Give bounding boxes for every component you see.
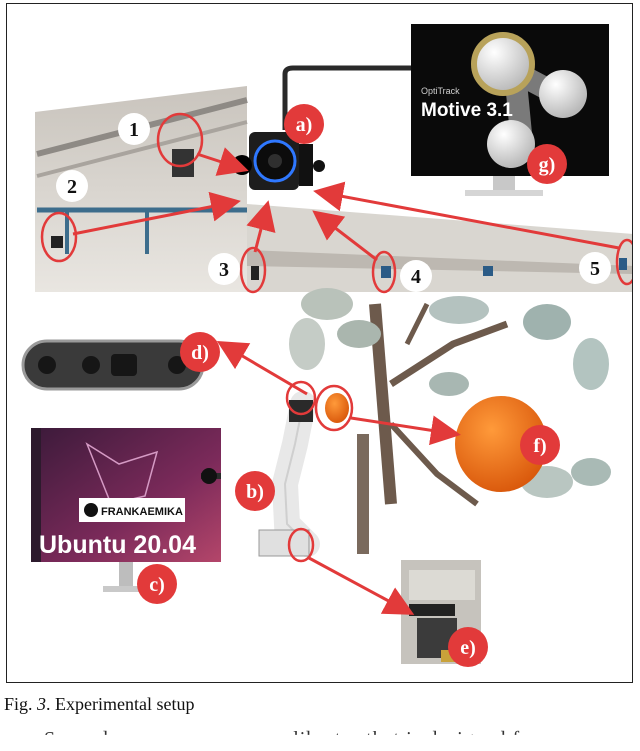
highlight-circles	[40, 112, 632, 563]
franka-brand: FRANKAEMIKA	[101, 506, 183, 518]
label-e: e)	[460, 637, 476, 659]
depth-camera	[21, 339, 205, 391]
label-1: 1	[129, 119, 139, 141]
label-f: f)	[533, 435, 546, 457]
optitrack-brand: OptiTrack	[421, 86, 460, 96]
caption-number: 3	[37, 694, 47, 714]
caption-text: . Experimental setup	[46, 694, 195, 714]
label-c: c)	[149, 574, 165, 596]
motive-version: Motive 3.1	[421, 100, 513, 121]
label-d: d)	[191, 342, 209, 364]
label-5: 5	[590, 258, 600, 280]
figure-caption: Fig. 3. Experimental setup	[4, 694, 194, 715]
letter-labels: a) b) c) d) e) f) g)	[137, 104, 567, 667]
numbered-labels: 1 2 3 4 5	[56, 113, 611, 292]
figure-panel: OptiTrack Motive 3.1	[6, 3, 633, 683]
label-2: 2	[67, 176, 77, 198]
ubuntu-version: Ubuntu 20.04	[39, 531, 196, 559]
ubuntu-monitor: FRANKAEMIKA Ubuntu 20.04	[31, 428, 221, 592]
label-3: 3	[219, 259, 229, 281]
optitrack-monitor: OptiTrack Motive 3.1	[411, 24, 609, 196]
label-g: g)	[539, 154, 556, 176]
plant-with-orange	[289, 288, 615, 507]
caption-prefix: Fig.	[4, 694, 38, 714]
label-a: a)	[296, 114, 313, 136]
experimental-setup-illustration: OptiTrack Motive 3.1	[21, 24, 632, 667]
connection-arrows	[72, 147, 620, 615]
label-b: b)	[246, 481, 264, 503]
label-4: 4	[411, 266, 421, 288]
trailing-body-text: Second, we use a camera calibrator that …	[44, 728, 539, 750]
